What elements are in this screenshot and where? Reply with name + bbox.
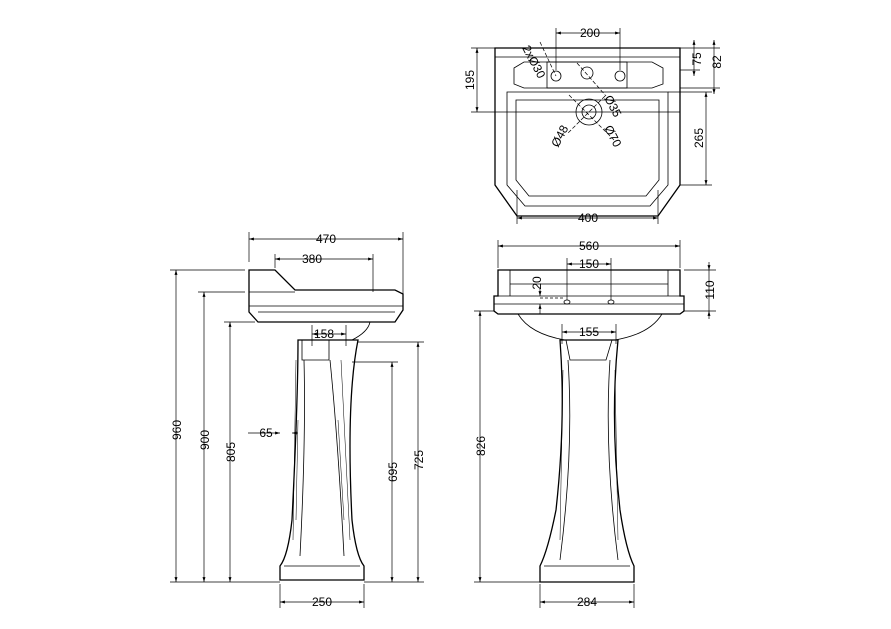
tap-hole-left-icon <box>550 70 562 82</box>
dim-side-depth: 470 <box>316 232 336 246</box>
leader-waste-48 <box>566 95 606 135</box>
dim-front-width: 560 <box>579 239 599 253</box>
dim-waste-70: Ø70 <box>601 123 624 150</box>
dim-waste-48: Ø48 <box>548 123 571 150</box>
front-pedestal-hatch <box>559 369 619 541</box>
dim-front-pedestal-top: 155 <box>579 325 599 339</box>
top-view-outline <box>494 47 681 217</box>
dim-front-rim: 20 <box>530 276 544 290</box>
top-view-bowl-outer <box>506 91 669 207</box>
dim-height-900: 900 <box>198 430 212 450</box>
leader-waste-35 <box>576 62 607 97</box>
dim-overall-right: 82 <box>710 55 724 69</box>
tap-hole-right-icon <box>614 70 626 82</box>
dim-height-960: 960 <box>170 420 184 440</box>
side-pedestal <box>279 339 365 581</box>
front-view: 560 150 20 110 155 <box>474 239 717 609</box>
side-pedestal-recess <box>301 340 330 361</box>
top-view-bowl-inner <box>515 99 660 197</box>
dim-rim-height: 75 <box>690 52 704 66</box>
dim-front-base: 284 <box>577 595 597 609</box>
dim-height-805: 805 <box>224 442 238 462</box>
dim-front-height: 826 <box>474 436 488 456</box>
side-pedestal-back-inner <box>329 359 345 557</box>
dim-side-inner: 380 <box>302 252 322 266</box>
side-pedestal-front-inner <box>299 359 305 557</box>
dim-side-pedestal-top: 158 <box>314 327 334 341</box>
dim-height-725: 725 <box>412 450 426 470</box>
dim-waste-35: Ø35 <box>601 93 624 120</box>
front-basin-body <box>493 269 685 315</box>
side-pedestal-hatch <box>292 359 351 541</box>
dim-tap-spacing-top: 200 <box>580 26 600 40</box>
dim-side-base: 250 <box>312 595 332 609</box>
dim-height-695: 695 <box>386 462 400 482</box>
dim-side-offset: 65 <box>259 426 273 440</box>
front-pedestal-recess <box>565 339 613 361</box>
top-view: 200 2xØ30 195 75 82 265 Ø35 Ø48 Ø70 400 <box>463 26 724 225</box>
side-view: 470 380 158 65 <box>170 232 426 609</box>
leader-taps <box>539 41 557 77</box>
front-tap-left-icon <box>563 299 571 305</box>
leader-waste-70 <box>568 94 615 141</box>
tap-hole-centre-icon <box>580 66 594 80</box>
top-view-tap-block <box>546 61 628 89</box>
side-bowl-underside <box>300 321 371 341</box>
dim-bowl-width: 400 <box>578 211 598 225</box>
front-pedestal-inner-right <box>607 359 619 561</box>
dim-basin-length: 265 <box>692 128 706 148</box>
front-pedestal <box>539 339 635 583</box>
side-basin-body <box>248 269 404 323</box>
front-pedestal-inner-left <box>559 359 571 561</box>
front-tap-right-icon <box>607 299 615 305</box>
dim-front-depth: 195 <box>463 70 477 90</box>
dim-front-taps: 150 <box>579 257 599 271</box>
dim-front-basin-height: 110 <box>703 280 717 299</box>
